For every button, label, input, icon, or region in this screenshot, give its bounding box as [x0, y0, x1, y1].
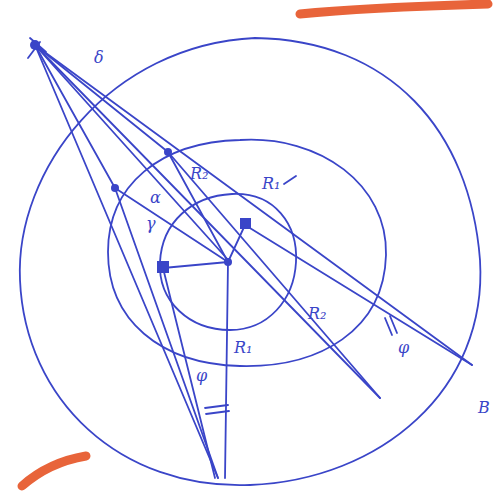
sketch-label: R₁: [234, 340, 252, 356]
point-marks: [30, 40, 251, 273]
sketch-label: R₂: [308, 306, 326, 322]
sketch-label: R₁: [262, 176, 280, 192]
construction-lines: [20, 38, 481, 485]
sketch-label: R₂: [190, 166, 208, 182]
sketch-label: δ: [94, 50, 104, 66]
sketch-label: B: [478, 400, 490, 416]
sketch-label: α: [150, 190, 161, 206]
orange-scribble: [22, 4, 488, 486]
sketch-label: φ: [196, 368, 207, 384]
sketch-label: φ: [398, 340, 409, 356]
sketch-label: γ: [146, 216, 156, 232]
